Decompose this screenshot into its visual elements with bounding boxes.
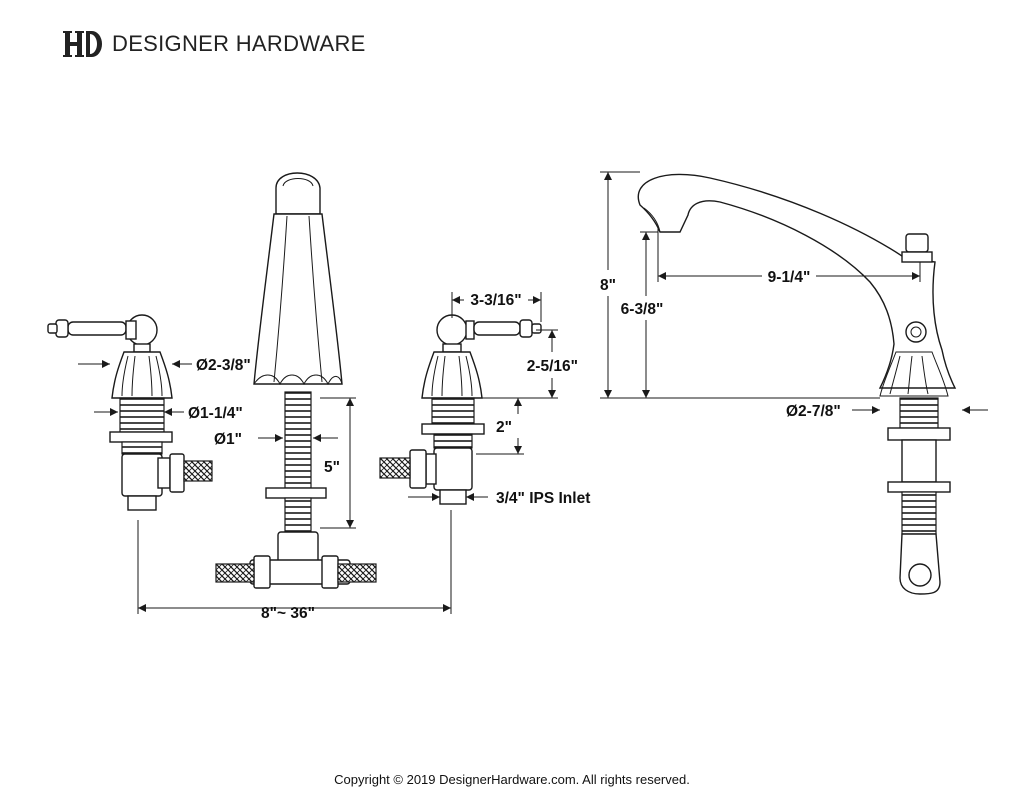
dim-spout-clearance: 6-3/8"	[621, 301, 664, 318]
right-handle-valve	[379, 314, 542, 505]
brand-name: DESIGNER HARDWARE	[112, 31, 366, 56]
dh-monogram-icon	[63, 31, 102, 57]
spout-front-view	[215, 172, 377, 589]
dim-shank-diameter: Ø1-1/4"	[188, 405, 243, 422]
dim-spout-base-diameter: Ø2-7/8"	[786, 403, 841, 420]
dim-handle-reach: 3-3/16"	[470, 292, 521, 309]
dimension-lines	[78, 171, 988, 614]
dimension-labels: Ø2-3/8" Ø1-1/4" Ø1" 5" 8"~ 36" 3-3/16" 2…	[188, 269, 841, 622]
copyright-notice: Copyright © 2019 DesignerHardware.com. A…	[334, 772, 690, 787]
dim-handle-height: 2-5/16"	[527, 358, 578, 375]
brand-header: DESIGNER HARDWARE	[62, 26, 366, 62]
spout-side-view	[637, 173, 957, 595]
dim-spout-reach: 9-1/4"	[768, 269, 811, 286]
dim-inlet: 3/4" IPS Inlet	[496, 490, 590, 507]
left-handle-valve	[47, 314, 213, 511]
dim-handle-shank-length: 2"	[496, 419, 512, 436]
dim-handle-base-diameter: Ø2-3/8"	[196, 357, 251, 374]
dim-spout-rise: 5"	[324, 459, 340, 476]
dim-overall-height: 8"	[600, 277, 616, 294]
dim-widespread-span: 8"~ 36"	[261, 605, 315, 622]
dim-spout-shank-diameter: Ø1"	[214, 431, 242, 448]
